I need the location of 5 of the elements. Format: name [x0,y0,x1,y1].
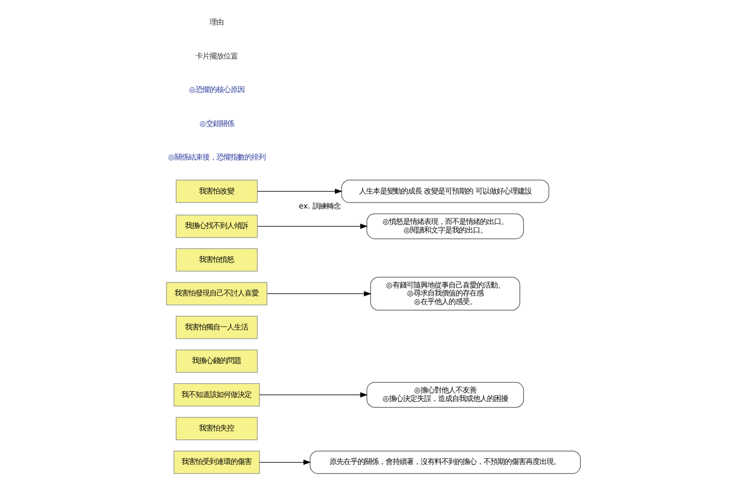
arrow [259,392,368,397]
arrow [266,290,372,296]
arrow [257,188,342,194]
arrow [257,223,368,228]
arrow [259,459,311,464]
